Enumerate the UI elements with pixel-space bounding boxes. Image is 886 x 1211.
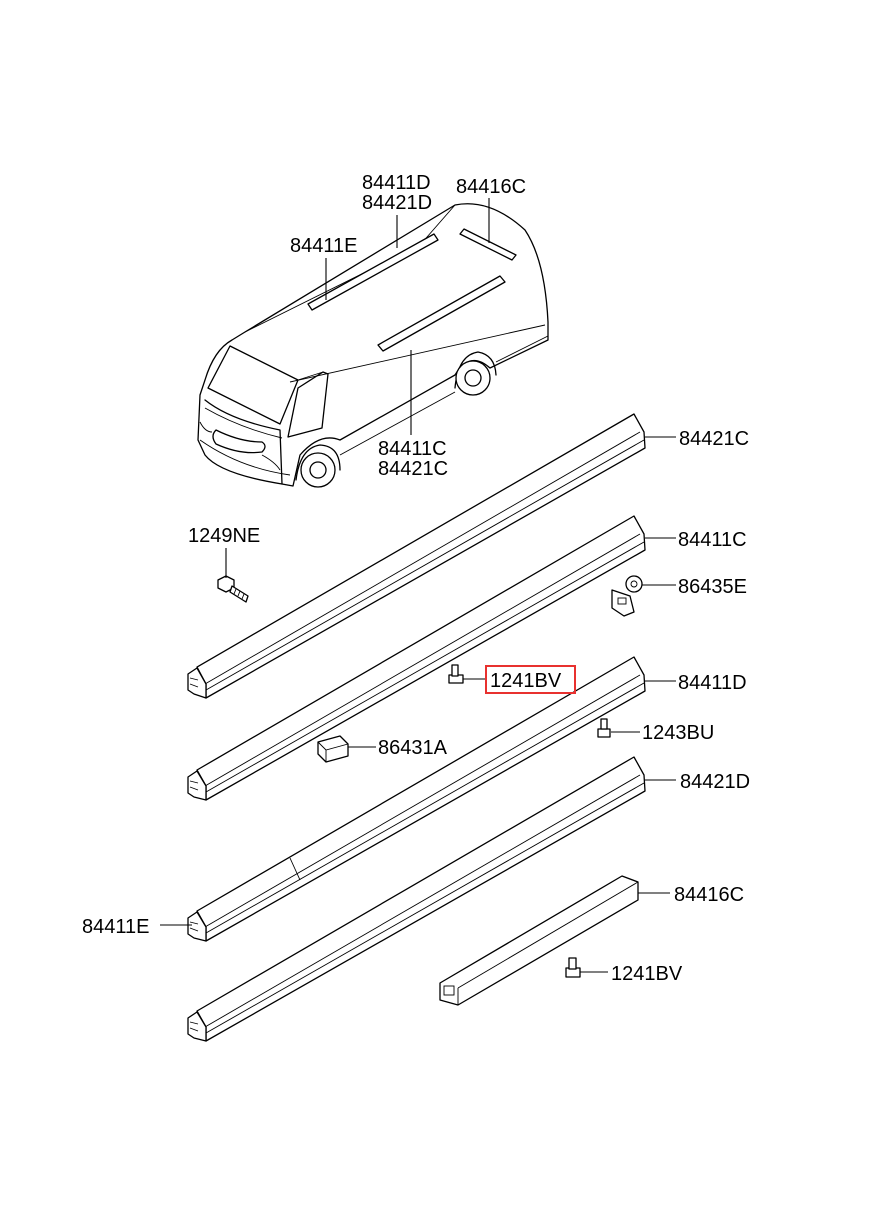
label-86431A: 86431A (378, 737, 448, 759)
molding-84411C (187, 515, 646, 801)
bolt-1243BU-icon (597, 718, 611, 738)
molding-84421D (187, 756, 646, 1042)
label-1249NE: 1249NE (188, 525, 260, 547)
label-van-84411E: 84411E (290, 235, 357, 257)
highlight-box (485, 665, 576, 694)
label-van-84421D: 84421D (362, 192, 432, 214)
van-illustration (197, 203, 549, 488)
label-1243BU: 1243BU (642, 722, 714, 744)
clip-86435E-icon (611, 575, 643, 617)
label-84411D: 84411D (678, 672, 747, 694)
molding-84411D (187, 656, 646, 942)
label-van-84421C: 84421C (378, 458, 448, 480)
label-van-84411D: 84411D (362, 172, 431, 194)
label-van-84411C: 84411C (378, 438, 447, 460)
molding-84416C (439, 875, 639, 1006)
molding-84421C (187, 413, 646, 699)
label-84416C: 84416C (674, 884, 744, 906)
label-1241BV-highlight: 1241BV (490, 670, 562, 692)
label-84411E: 84411E (82, 916, 149, 938)
bolt-1241BV-highlight-icon (448, 664, 464, 684)
label-84411C: 84411C (678, 529, 747, 551)
label-1241BV: 1241BV (611, 963, 683, 985)
label-84421C: 84421C (679, 428, 749, 450)
label-86435E: 86435E (678, 576, 747, 598)
label-84421D: 84421D (680, 771, 750, 793)
bolt-1241BV-icon (565, 957, 581, 978)
screw-1249NE-icon (217, 575, 249, 603)
fastener-86431A-icon (317, 735, 349, 763)
label-van-84416C: 84416C (456, 176, 526, 198)
